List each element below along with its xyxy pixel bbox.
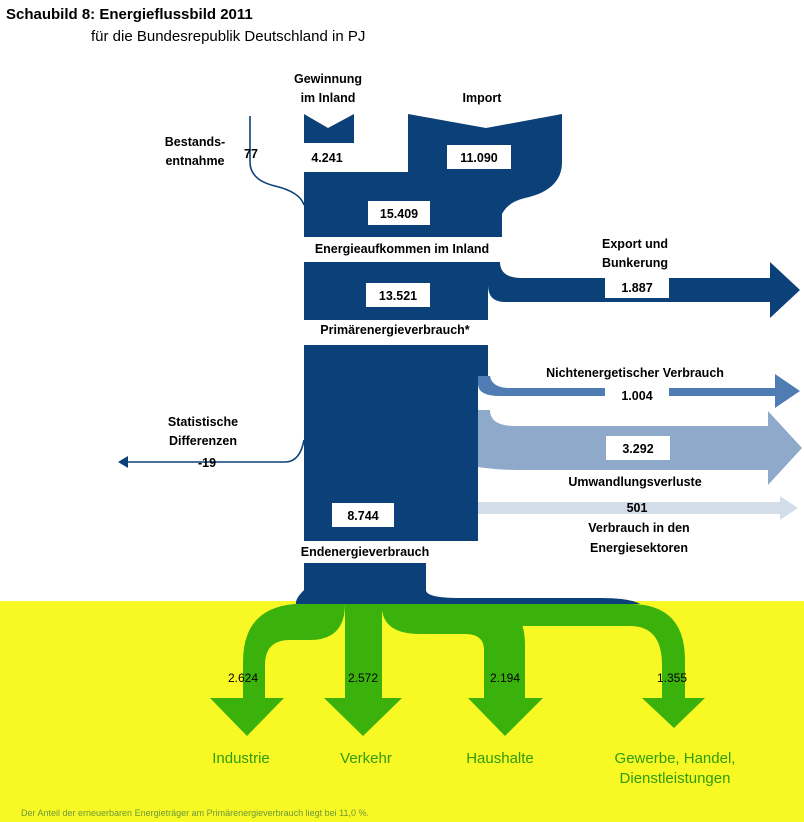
- transport-flow: [345, 604, 382, 700]
- footnote: Der Anteil der erneuerbaren Energieträge…: [21, 808, 369, 818]
- diagram-title: Schaubild 8: Energieflussbild 2011: [6, 6, 253, 23]
- import-value: 11.090: [460, 151, 498, 165]
- commerce-value: 1.355: [657, 671, 687, 685]
- conversion-value: 3.292: [622, 442, 653, 456]
- nonenergy-label: Nichtenergetischer Verbrauch: [546, 366, 724, 380]
- production-value: 4.241: [311, 151, 342, 165]
- final-energy-value: 8.744: [347, 509, 378, 523]
- transport-arrowhead: [324, 698, 402, 736]
- export-value: 1.887: [621, 281, 652, 295]
- energy-supply-label: Energieaufkommen im Inland: [315, 242, 489, 256]
- statistical-diff-line: [125, 439, 305, 463]
- primary-value-box: [366, 283, 430, 307]
- final-energy-step: [425, 410, 478, 541]
- industry-arrowhead: [210, 698, 284, 736]
- energy-sector-label-line1: Verbrauch in den: [588, 521, 689, 535]
- production-label-line1: Gewinnung: [294, 72, 362, 86]
- diagram-subtitle: für die Bundesrepublik Deutschland in PJ: [91, 28, 365, 45]
- statistical-diff-value: -19: [198, 456, 216, 470]
- production-label-line2: im Inland: [301, 91, 356, 105]
- energy-sector-use-flow: [425, 490, 798, 520]
- statistical-diff-arrowhead: [118, 456, 128, 468]
- households-value: 2.194: [490, 671, 520, 685]
- energy-sector-value: 501: [627, 501, 648, 515]
- commerce-arrowhead: [642, 698, 705, 728]
- industry-label: Industrie: [212, 750, 270, 767]
- stock-withdrawal-value: 77: [244, 147, 258, 161]
- production-value-box: [302, 147, 352, 167]
- final-consumption-block: [304, 563, 640, 604]
- industry-value: 2.624: [228, 671, 258, 685]
- import-value-box: [447, 145, 511, 169]
- energy-sector-label-line2: Energiesektoren: [590, 541, 688, 555]
- households-label: Haushalte: [466, 750, 534, 767]
- commerce-label-line1: Gewerbe, Handel,: [615, 750, 736, 767]
- commerce-flow: [420, 604, 685, 700]
- export-label-line1: Export und: [602, 237, 668, 251]
- transport-value: 2.572: [348, 671, 378, 685]
- nonenergy-value: 1.004: [621, 389, 652, 403]
- supply-value-box: [368, 201, 430, 225]
- conversion-value-box: [606, 436, 670, 460]
- commerce-label-line2: Dienstleistungen: [620, 770, 731, 787]
- primary-energy-label: Primärenergieverbrauch*: [320, 323, 470, 337]
- final-energy-block-ext: [478, 345, 488, 376]
- households-arrowhead: [468, 698, 543, 736]
- industry-flow: [243, 604, 345, 700]
- stock-withdrawal-label-line1: Bestands-: [165, 135, 225, 149]
- stock-withdrawal-line: [249, 116, 305, 206]
- households-flow: [382, 604, 525, 700]
- statistical-diff-label-line2: Differenzen: [169, 434, 237, 448]
- nonenergy-value-box: [605, 385, 669, 405]
- primary-value: 13.521: [379, 289, 417, 303]
- import-label: Import: [463, 91, 503, 105]
- conversion-label: Umwandlungsverluste: [568, 475, 701, 489]
- final-energy-label: Endenergieverbrauch: [301, 545, 430, 559]
- domestic-production-wedge: [304, 114, 354, 143]
- statistical-diff-label-line1: Statistische: [168, 415, 238, 429]
- supply-value: 15.409: [380, 207, 418, 221]
- export-label-line2: Bunkerung: [602, 256, 668, 270]
- export-value-box: [605, 276, 669, 298]
- stock-withdrawal-label-line2: entnahme: [165, 154, 224, 168]
- transport-label: Verkehr: [340, 750, 392, 767]
- final-consumption-left-curl: [295, 563, 340, 608]
- final-energy-value-box: [332, 503, 394, 527]
